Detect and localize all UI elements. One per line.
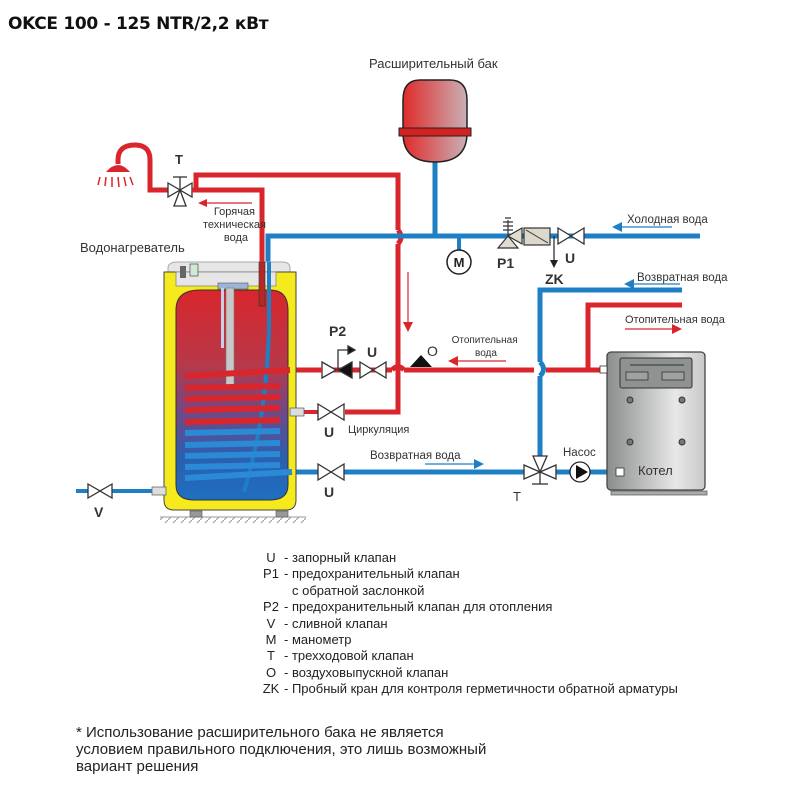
expansion-tank [398,79,472,163]
shower-head-icon [97,142,153,188]
three-way-valve-top-icon [167,176,193,207]
tag-u-cold: U [565,250,575,266]
air-vent-icon [410,355,432,367]
boiler [599,351,708,496]
legend-item: P1- предохранительный клапан [263,566,460,582]
test-cock-zk-icon [550,236,558,268]
tag-t-bottom: T [513,489,521,504]
legend-item: O- воздуховыпускной клапан [265,664,449,680]
footnote-line: вариант решения [76,758,199,775]
pump-icon [569,461,591,483]
legend-item: V- сливной клапан [266,615,388,631]
tag-zk: ZK [545,271,564,287]
manometer-icon: M [446,249,472,275]
label-return-water-bottom: Возвратная вода [370,450,461,462]
tag-p1: P1 [497,255,514,271]
return-water-pipe-right [537,287,682,362]
label-boiler: Котел [638,463,673,478]
check-valve-icon [523,227,551,246]
drain-valve-v-icon [87,482,113,500]
legend-item: P2- предохранительный клапан для отоплен… [263,599,553,615]
heating-water-pipe-right [585,302,682,370]
shutoff-valve-return-icon [317,462,345,482]
tag-u-p2: U [367,344,377,360]
svg-text:M: M [454,255,465,270]
legend: U- запорный клапан P1- предохранительный… [258,550,678,698]
label-cold-water: Холодная вода [627,214,708,226]
shutoff-valve-p2-icon [359,360,387,380]
legend-item-continuation: с обратной заслонкой [292,582,425,598]
label-heating-water-right: Отопительная вода [625,314,726,326]
footnote: * Использование расширительного бака не … [76,724,556,775]
label-hot-tech-water: Горячая техническая вода [203,206,269,244]
safety-valve-p2-icon [321,344,357,380]
heating-water-flow-arrow-right [625,324,682,334]
footnote-line: * Использование расширительного бака не … [76,724,444,741]
return-water-flow-arrow [624,279,680,289]
legend-item: ZK- Пробный кран для контроля герметично… [262,681,678,697]
heating-water-flow-arrow-mid [448,356,506,366]
tag-t-top: T [175,152,183,167]
tag-u-return: U [324,484,334,500]
tag-v: V [94,504,104,520]
label-water-heater: Водонагреватель [80,240,185,255]
legend-item: M- манометр [265,632,352,648]
legend-item: T- трехходовой клапан [267,648,414,664]
cold-water-flow-arrow [612,222,672,232]
circulation-pipe [345,370,401,415]
diagram-title: OKCE 100 - 125 NTR/2,2 кВт [8,14,269,34]
label-return-water-right: Возвратная вода [637,272,728,284]
flow-down-arrow [403,272,413,332]
shutoff-valve-cold-icon [557,226,585,246]
label-expansion-tank: Расширительный бак [369,56,498,71]
label-heating-water-mid: Отопительная вода [452,335,521,359]
water-heater-tank [151,261,306,523]
footnote-line: условием правильного подключения, это ли… [76,741,487,758]
hot-pipe-shower [147,175,170,193]
label-circulation: Циркуляция [348,424,409,436]
safety-valve-p1-icon [496,217,523,249]
tag-o: O [427,343,438,359]
three-way-valve-bottom-icon [523,455,557,485]
tag-u-circ: U [324,424,334,440]
shutoff-valve-circulation-icon [317,402,345,422]
legend-item: U- запорный клапан [266,550,397,565]
label-pump: Насос [563,447,596,459]
hot-water-flow-arrow [198,199,252,207]
return-water-flow-arrow-bottom [425,459,484,469]
tag-p2: P2 [329,323,346,339]
hot-pipe-top-loop [192,172,401,230]
